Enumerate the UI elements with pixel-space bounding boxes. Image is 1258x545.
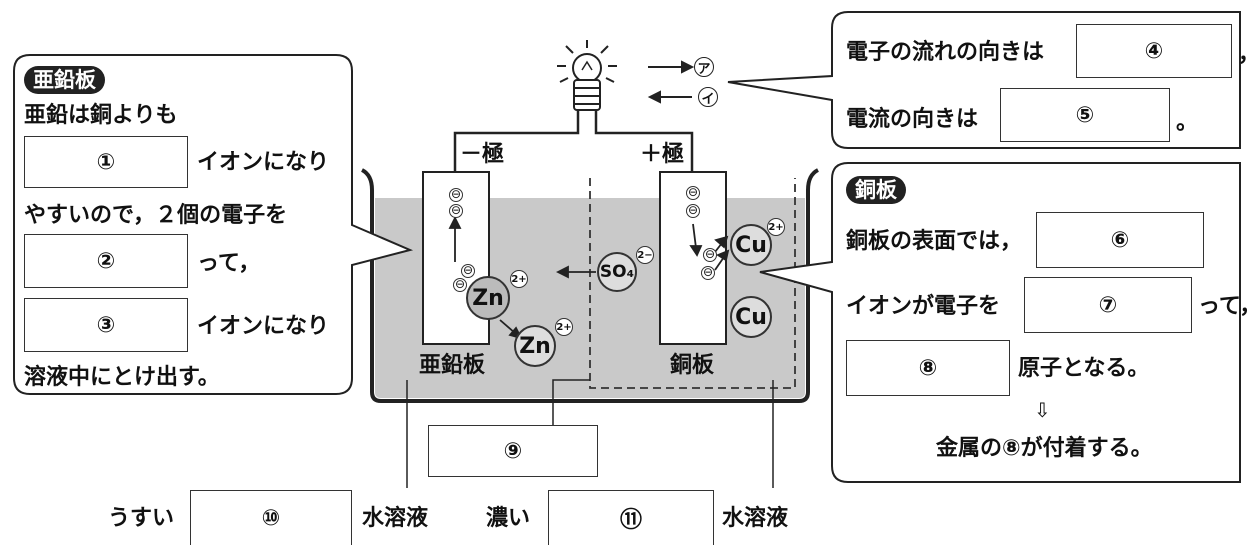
arrow-i-label: イ	[698, 87, 718, 107]
zn-atom: Zn	[466, 276, 510, 320]
zinc-line3: 溶液中にとけ出す。	[24, 365, 220, 390]
answer-box-9[interactable]: ⑨	[428, 425, 598, 477]
beaker-outline	[360, 168, 820, 403]
zinc-after1: イオンになり	[197, 150, 330, 175]
zinc-tag: 亜鉛板	[24, 66, 105, 94]
cu-atom: Cu	[730, 296, 772, 338]
zinc-after3: イオンになり	[197, 314, 330, 339]
zinc-after2: って，	[197, 251, 261, 276]
answer-box-2[interactable]: ②	[24, 234, 188, 288]
wire-left	[453, 110, 580, 172]
copper-line3: 金属の⑧が付着する。	[936, 436, 1153, 461]
answer-box-5[interactable]: ⑤	[1000, 88, 1170, 142]
copper-tag: 銅板	[846, 176, 906, 204]
bulb	[557, 40, 617, 111]
copper-after8: 原子となる。	[1018, 356, 1150, 381]
answer-box-7[interactable]: ⑦	[1024, 277, 1192, 333]
zn-atom-charge: 2+	[510, 270, 528, 288]
zn-ion: Zn	[514, 325, 556, 367]
copper-after7: って，	[1198, 294, 1258, 319]
answer-box-8[interactable]: ⑧	[846, 340, 1010, 396]
copper-line1: 銅板の表面では，	[846, 229, 1023, 254]
answer-box-6[interactable]: ⑥	[1036, 212, 1204, 268]
zn-ion-charge: 2+	[555, 318, 573, 336]
plus-pole-label: ＋極	[640, 142, 685, 167]
so4-charge: 2−	[636, 246, 654, 264]
arrow-a-label: ア	[694, 57, 714, 77]
leader-9	[552, 379, 590, 425]
thin-label: うすい	[108, 506, 175, 531]
electron-cu-2: ⊖	[686, 203, 700, 218]
electron-zn-2: ⊖	[449, 203, 463, 218]
down-arrow-icon: ⇩	[1034, 398, 1051, 422]
cu-ion-charge: 2+	[767, 218, 785, 236]
electron-period: 。	[1176, 110, 1199, 135]
thick-label: 濃い	[486, 506, 531, 531]
direction-arrows	[647, 60, 695, 104]
electron-text1: 電子の流れの向きは	[846, 40, 1045, 65]
electron-cu-4: ⊖	[701, 265, 715, 280]
answer-box-10[interactable]: ⑩	[190, 490, 352, 545]
electron-comma: ，	[1238, 42, 1258, 67]
answer-box-3[interactable]: ③	[24, 298, 188, 352]
answer-box-11[interactable]: ⑪	[548, 490, 714, 545]
zinc-plate-label: 亜鉛板	[419, 353, 486, 378]
zinc-line1: 亜鉛は銅よりも	[24, 103, 178, 128]
electron-zn-4: ⊖	[453, 277, 467, 292]
electron-cu-3: ⊖	[703, 247, 717, 262]
wire-right	[594, 110, 694, 172]
porous-partition	[589, 178, 796, 389]
so4-ion: SO₄	[597, 252, 637, 292]
minus-pole-label: －極	[460, 142, 505, 167]
electron-cu-1: ⊖	[686, 185, 700, 200]
answer-box-1[interactable]: ①	[24, 136, 188, 188]
electron-zn-1: ⊖	[449, 187, 463, 202]
cu-ion: Cu	[730, 224, 772, 266]
electron-zn-3: ⊖	[461, 263, 475, 278]
answer-box-4[interactable]: ④	[1076, 24, 1232, 78]
solution-label-1: 水溶液	[362, 506, 429, 531]
zinc-line2: やすいので，２個の電子を	[24, 203, 288, 228]
copper-line2: イオンが電子を	[846, 294, 1001, 319]
solution-label-2: 水溶液	[722, 506, 789, 531]
electron-text2: 電流の向きは	[846, 107, 979, 132]
copper-plate-label: 銅板	[670, 353, 715, 378]
